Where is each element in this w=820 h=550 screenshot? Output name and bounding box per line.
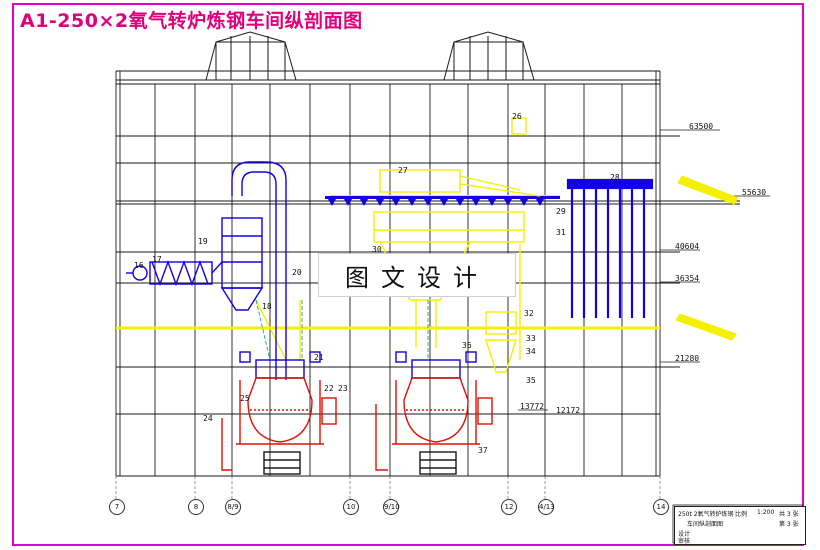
callout: 35 [526, 376, 536, 385]
axis-marker: 8 [188, 499, 204, 515]
title-block-scale-value: 1:200 [757, 509, 775, 516]
callout: 22 [324, 384, 334, 393]
converter-1 [221, 351, 337, 475]
elevation-label: 13772 [520, 402, 545, 411]
elevation-leaders [518, 129, 770, 415]
title-block-drawing-name: 250t 2氧气转炉炼钢 [678, 511, 734, 518]
axis-marker: 14 [653, 499, 669, 515]
callout: 28 [610, 173, 620, 182]
oxygen-lances [566, 178, 654, 318]
title-block-scale-label: 比例 [735, 511, 748, 518]
axis-marker: 4/13 [538, 499, 555, 515]
axis-marker: 7 [109, 499, 125, 515]
title-block: 250t 2氧气转炉炼钢 车间纵剖面图 比例 1:200 共 3 张 第 3 张… [674, 506, 806, 545]
axis-marker: 12 [501, 499, 517, 515]
callout: 19 [198, 237, 208, 246]
gas-cleaning-system [126, 161, 287, 380]
drawing-frame [12, 3, 804, 546]
watermark: 图文设计 [318, 253, 516, 297]
callout: 21 [314, 353, 324, 362]
callout: 34 [526, 347, 536, 356]
title-block-design: 设计 [678, 531, 691, 538]
drawing-title: A1-250×2氧气转炉炼钢车间纵剖面图 [20, 10, 363, 32]
callout: 17 [152, 255, 162, 264]
elevation-label: 55630 [742, 188, 767, 197]
process-lines [255, 299, 429, 361]
callout: 27 [398, 166, 408, 175]
axis-leaders [115, 476, 661, 500]
callout: 30 [372, 245, 382, 254]
callout: 36 [462, 341, 472, 350]
callout: 32 [524, 309, 534, 318]
elevation-label: 63500 [689, 122, 714, 131]
roof-skylights [205, 31, 535, 81]
converter-2 [375, 351, 493, 475]
title-block-sheet-no: 第 3 张 [779, 521, 799, 528]
elevation-label: 40604 [675, 242, 700, 251]
axis-marker: 10 [343, 499, 359, 515]
callout: 25 [240, 394, 250, 403]
title-block-review: 审核 [678, 538, 691, 545]
elevation-label: 12172 [556, 406, 581, 415]
callout: 24 [203, 414, 213, 423]
callout: 16 [134, 261, 144, 270]
title-block-sheet-count: 共 3 张 [779, 511, 799, 518]
axis-marker: 9/10 [383, 499, 400, 515]
callout: 29 [556, 207, 566, 216]
callout: 26 [512, 112, 522, 121]
elevation-label: 21280 [675, 354, 700, 363]
callout: 23 [338, 384, 348, 393]
callout: 18 [262, 302, 272, 311]
feed-system [255, 117, 541, 373]
callout: 37 [478, 446, 488, 455]
axis-marker: 8/9 [225, 499, 241, 515]
roof-truss-hooks [325, 196, 560, 206]
title-block-sheet-name: 车间纵剖面图 [687, 521, 724, 528]
callout: 31 [556, 228, 566, 237]
callout: 20 [292, 268, 302, 277]
elevation-label: 36354 [675, 274, 700, 283]
callout: 33 [526, 334, 536, 343]
